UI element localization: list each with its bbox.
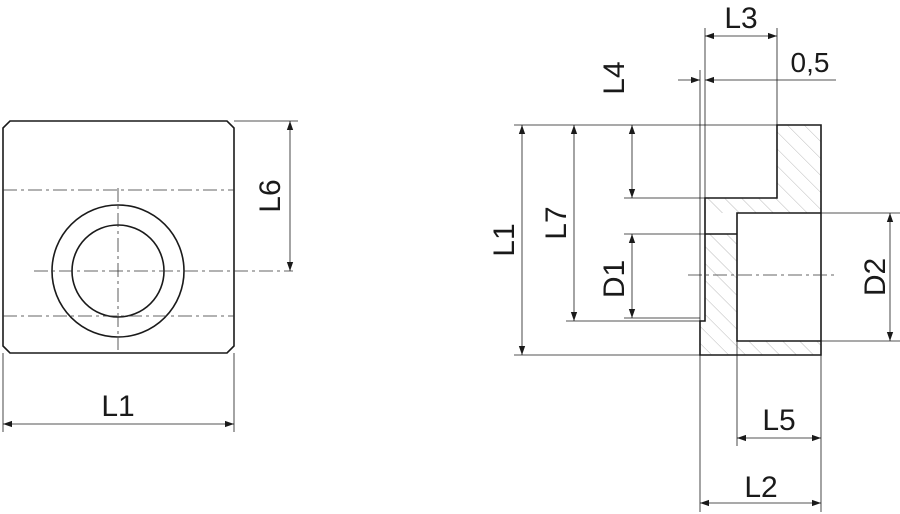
- section-hatch: [700, 125, 821, 355]
- dim-l4-label: L4: [598, 61, 631, 94]
- dim-l5-label: L5: [762, 404, 795, 437]
- dim-d2-label: D2: [859, 258, 892, 296]
- dim-d1: D1: [598, 233, 705, 319]
- dim-l1-front: L1: [2, 353, 235, 432]
- dim-l3-label: L3: [724, 2, 757, 35]
- dim-l3: L3: [704, 2, 778, 198]
- dim-d1-label: D1: [598, 260, 631, 298]
- dim-l1-side: L1: [488, 124, 777, 356]
- dim-l5: L5: [736, 341, 822, 512]
- dim-d2: D2: [821, 212, 900, 342]
- dim-offset-label: 0,5: [791, 47, 830, 78]
- dim-l6-label: L6: [254, 179, 287, 212]
- dim-l4: L4: [598, 61, 705, 199]
- side-view: L1 L7 L4 D1 D2: [488, 2, 900, 512]
- dim-l1-front-label: L1: [101, 390, 134, 423]
- dim-l6: L6: [234, 120, 298, 271]
- counterbore-edge: [736, 212, 821, 342]
- dim-l7-label: L7: [540, 206, 573, 239]
- dim-l2-label: L2: [744, 471, 777, 504]
- dim-l2: L2: [699, 355, 821, 512]
- dim-offset: 0,5: [678, 47, 836, 321]
- front-view: L6 L1: [2, 120, 298, 432]
- dim-l7: L7: [540, 125, 700, 322]
- front-outline: [2, 120, 235, 354]
- dim-l1-side-label: L1: [488, 223, 521, 256]
